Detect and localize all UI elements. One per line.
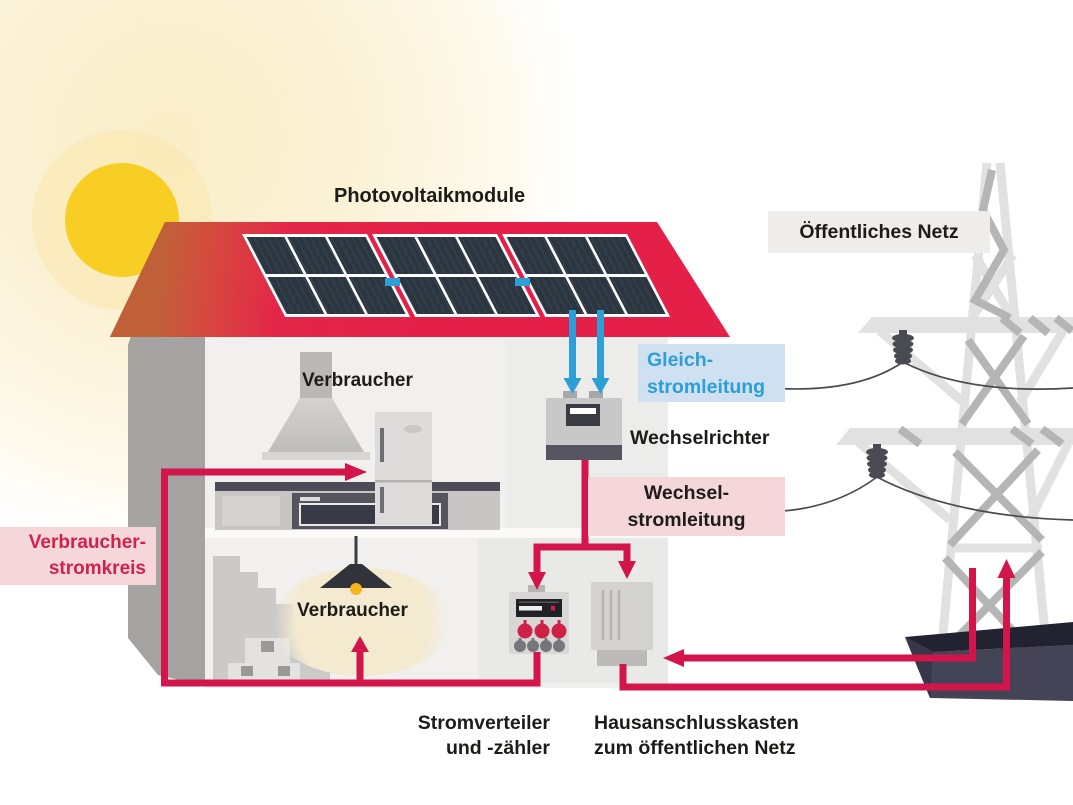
distribution-box (509, 585, 569, 654)
label-verbraucher-kueche: Verbraucher (302, 370, 413, 391)
panel-connector (515, 278, 530, 286)
label-verbraucherstromkreis: Verbraucher- stromkreis (0, 527, 156, 585)
ac-circuit-lines (161, 460, 1016, 691)
solar-panel (372, 234, 541, 317)
solar-panel (502, 234, 671, 317)
floor-divider (205, 528, 668, 538)
label-gleichstromleitung: Gleich- stromleitung (638, 344, 785, 402)
insulator (892, 330, 914, 365)
inverter-device (546, 391, 622, 460)
extractor-hood (262, 352, 370, 460)
power-pylon (699, 162, 1073, 701)
label-wechselstromleitung: Wechsel- stromleitung (588, 477, 785, 536)
insulator (866, 444, 888, 479)
pendant-lamp (270, 536, 454, 676)
label-hausanschlusskasten: Hausanschlusskasten zum öffentlichen Net… (594, 712, 799, 759)
house-connection-box (591, 582, 653, 666)
label-wechselrichter: Wechselrichter (630, 427, 770, 449)
dc-arrows (563, 310, 610, 394)
label-verbraucher-lampe: Verbraucher (297, 600, 408, 621)
panel-connector (385, 278, 400, 286)
moving-boxes (228, 638, 300, 683)
label-oeffentliches-netz: Öffentliches Netz (768, 211, 990, 253)
refrigerator (375, 412, 432, 525)
solar-panel (242, 234, 411, 317)
label-photovoltaikmodule: Photovoltaikmodule (334, 185, 526, 207)
label-stromverteiler: Stromverteiler und -zähler (417, 712, 550, 759)
